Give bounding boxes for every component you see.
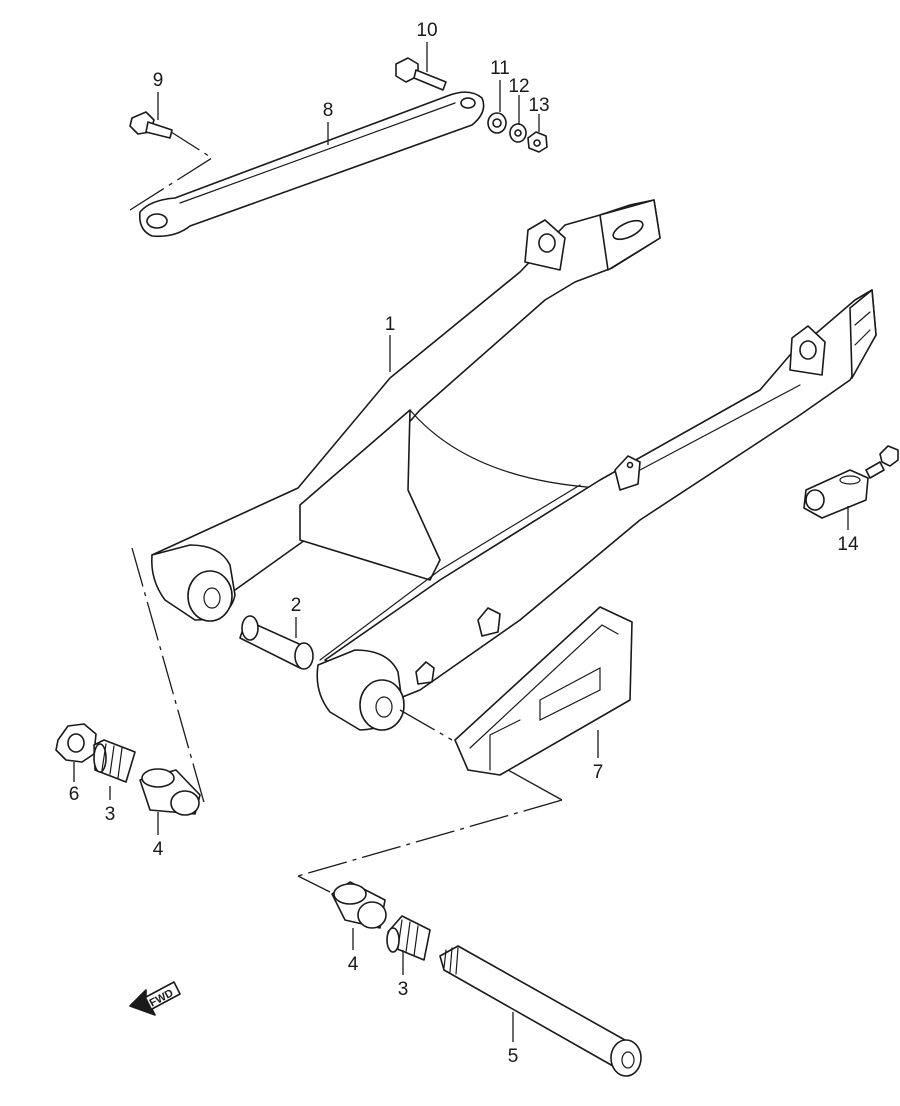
callout-7: 7 bbox=[593, 762, 604, 783]
nut-part-6 bbox=[55, 723, 97, 763]
callout-1: 1 bbox=[385, 314, 396, 335]
fwd-label: FWD bbox=[148, 987, 176, 1009]
callout-3-right: 3 bbox=[398, 979, 409, 1000]
bolt-part-9 bbox=[129, 111, 173, 139]
swingarm-part-1 bbox=[150, 199, 877, 731]
spacer-part-4-right bbox=[331, 881, 387, 929]
washer-part-12 bbox=[509, 123, 527, 143]
callout-4-right: 4 bbox=[348, 954, 359, 975]
pivot-shaft-part-5 bbox=[439, 945, 642, 1077]
bolt-part-10 bbox=[395, 57, 447, 91]
callout-labels: 1 2 3 3 4 4 5 6 7 8 9 10 11 12 13 14 bbox=[69, 20, 859, 1067]
washer-part-11 bbox=[487, 112, 507, 134]
callout-leaders bbox=[73, 42, 849, 1042]
spacer-part-4-left bbox=[139, 768, 201, 816]
nut-part-13 bbox=[527, 131, 548, 153]
spacer-part-2 bbox=[239, 615, 314, 670]
callout-3-left: 3 bbox=[105, 804, 116, 825]
torque-link-part-8 bbox=[129, 91, 485, 238]
chain-adjuster-part-14 bbox=[803, 445, 899, 519]
callout-11: 11 bbox=[490, 58, 510, 79]
callout-6: 6 bbox=[69, 784, 80, 805]
bearing-part-3-right bbox=[386, 915, 431, 961]
callout-5: 5 bbox=[508, 1046, 519, 1067]
callout-13: 13 bbox=[528, 95, 549, 116]
callout-14: 14 bbox=[837, 534, 859, 555]
callout-9: 9 bbox=[153, 70, 164, 91]
callout-4-left: 4 bbox=[153, 839, 164, 860]
callout-2: 2 bbox=[291, 595, 302, 616]
fwd-arrow-icon: FWD bbox=[129, 981, 181, 1016]
chain-case-part-7 bbox=[454, 606, 633, 776]
bearing-part-3-left bbox=[93, 739, 136, 783]
callout-10: 10 bbox=[416, 20, 437, 41]
callout-12: 12 bbox=[508, 76, 529, 97]
callout-8: 8 bbox=[323, 100, 334, 121]
